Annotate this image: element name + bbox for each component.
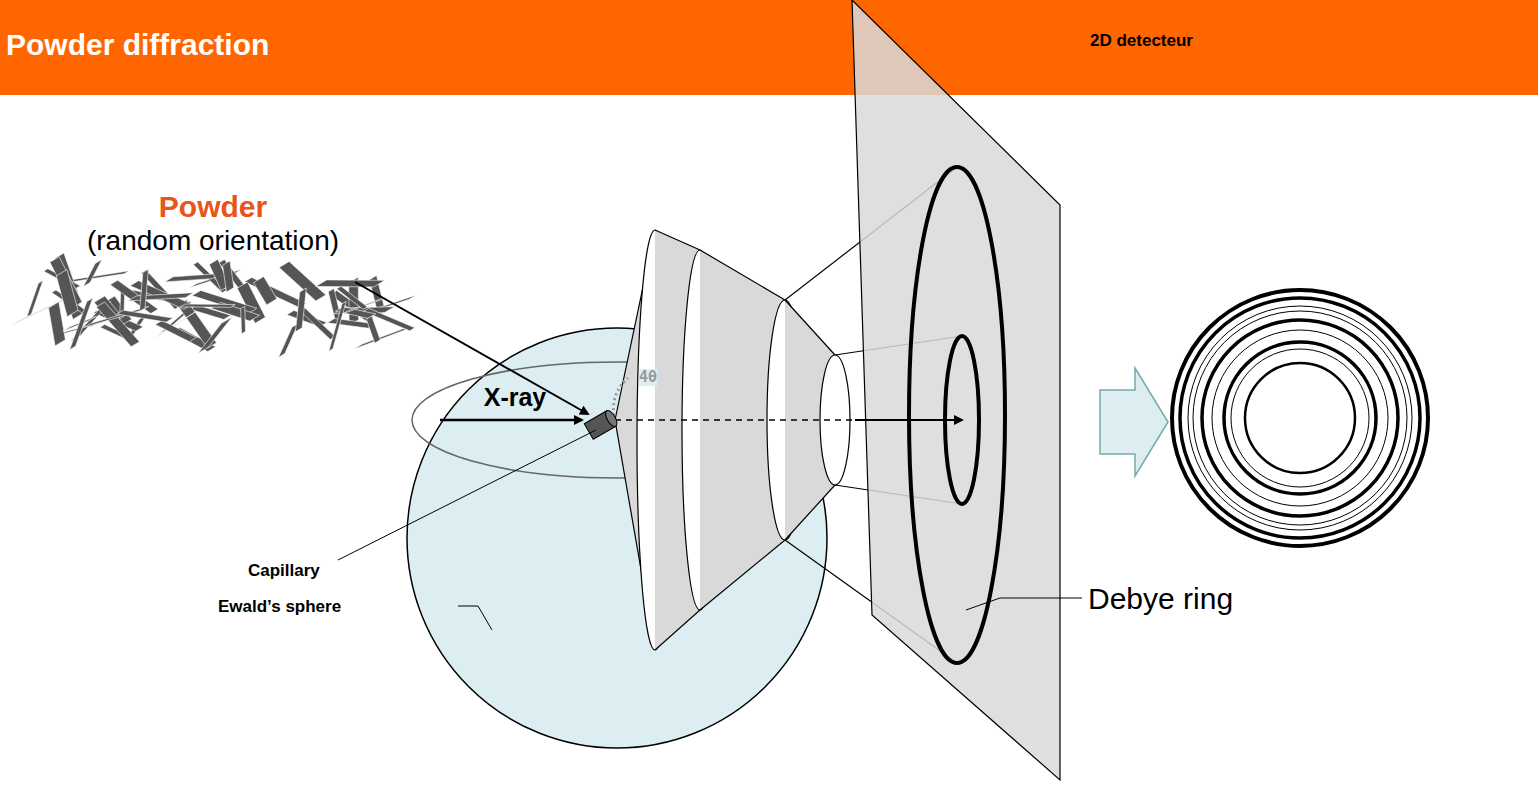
leader-line [458,606,492,630]
powder-grain [198,317,232,354]
powder-grain [316,280,385,287]
block-arrow [1100,368,1168,476]
powder-grain [96,302,139,347]
leader-line [338,430,596,560]
powder-grain [295,288,306,332]
powder-grain [27,280,43,317]
sample-note: (random orientation) [87,226,339,257]
detector-plane [852,0,1060,780]
beam-dashed [615,419,855,421]
part-label: Debye ring [1088,582,1233,615]
angle-label: 4θ [639,369,657,386]
powder-grains [12,253,416,357]
powder-grain [140,269,149,311]
powder-grain [329,301,346,351]
angle-arc [613,378,628,420]
powder-grain [165,273,221,281]
powder-grain [366,316,380,343]
powder-grain [354,325,412,349]
powder-grain [278,323,298,357]
part-label: Capillary [248,562,320,581]
capillary [584,409,619,440]
leader-line [1000,598,1082,599]
beam-arrow [855,419,962,421]
powder-grain [56,270,78,317]
beam-label: X-ray [484,384,547,412]
header-bar [0,0,1538,95]
ring-pattern [1172,290,1428,546]
powder-grain [49,302,66,346]
xray-arrow [440,419,582,422]
powder-grain [223,261,234,292]
powder-grain [83,259,102,286]
sample-title: Powder [159,190,267,223]
part-label: Ewald’s sphere [218,598,341,617]
powder-grain [241,306,246,333]
debye-ring-outer [909,167,1005,663]
powder-arrow [355,282,588,414]
page-title: Powder diffraction [6,28,269,61]
powder-grain [180,304,235,307]
powder-grain [117,310,173,322]
part-label: 2D detecteur [1090,32,1193,51]
leader-line [966,598,1000,610]
powder-grain [155,320,196,341]
powder-grain [128,293,193,301]
